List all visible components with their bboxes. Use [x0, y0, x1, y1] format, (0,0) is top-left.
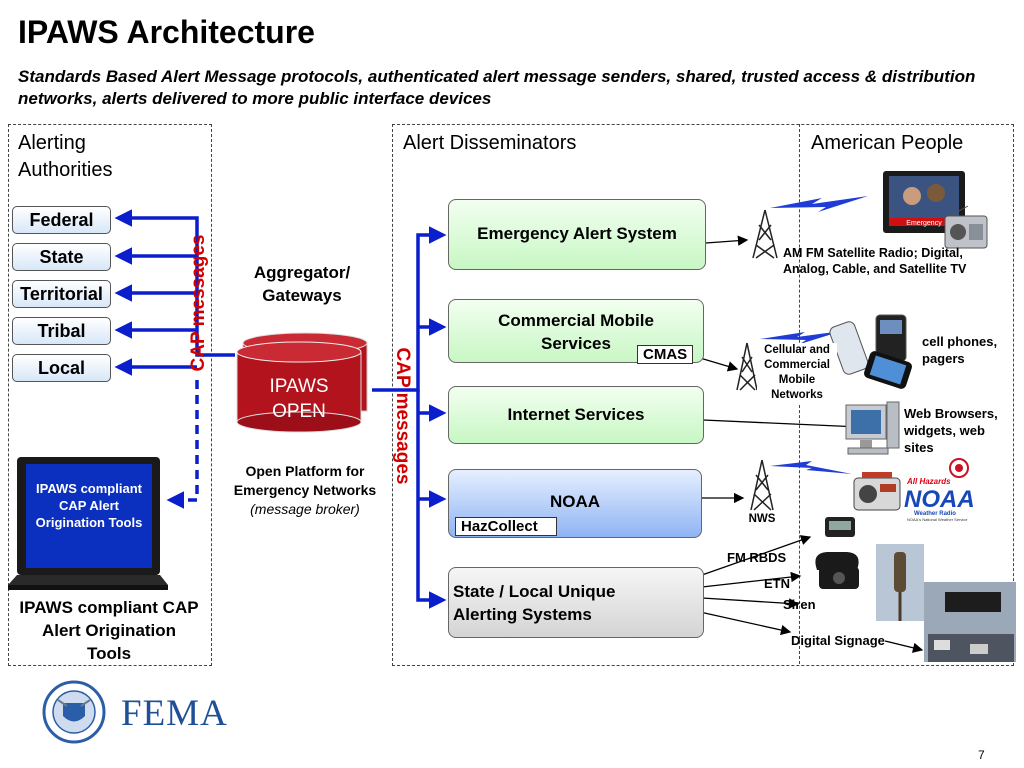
authority-state: State — [12, 243, 111, 271]
eas-label: Emergency Alert System — [477, 224, 677, 243]
tower-icon — [752, 209, 778, 259]
computer-icon — [845, 401, 900, 455]
authority-federal: Federal — [12, 206, 111, 234]
etn-label: ETN — [764, 576, 790, 591]
digital-signage-icon — [924, 582, 1016, 662]
radio-tv-label: AM FM Satellite Radio; Digital, Analog, … — [783, 246, 967, 276]
dhs-seal — [42, 680, 106, 744]
tower-icon — [736, 342, 758, 391]
authority-territorial: Territorial — [12, 280, 111, 308]
alerting-authorities-frame — [8, 124, 212, 666]
noaa-weather-radio-logo: All Hazards NOAA Weather Radio NOAA's Na… — [904, 458, 975, 522]
laptop-screen-text: IPAWS compliant CAP Alert Origination To… — [35, 481, 143, 530]
fema-wordmark: FEMA — [121, 693, 228, 734]
alert-disseminators-frame — [392, 124, 1014, 666]
svg-text:Weather Radio: Weather Radio — [914, 511, 956, 517]
siren-icon — [876, 544, 924, 621]
message-broker-label: (message broker) — [250, 501, 360, 517]
ipaws-open-label: IPAWS OPEN — [269, 376, 329, 422]
authority-local: Local — [12, 354, 111, 382]
radio-icon — [944, 205, 988, 249]
weather-radio-icon — [853, 472, 901, 511]
broadcast-bolts — [760, 196, 868, 474]
cms-label: Commercial Mobile Services — [498, 311, 654, 353]
alert-disseminators-title: Alert Disseminators — [403, 132, 577, 154]
hazcollect-tag: HazCollect — [455, 517, 557, 536]
noaa-label: NOAA — [549, 492, 601, 511]
output-connectors — [699, 235, 924, 653]
aggregator-label: Aggregator/ Gateways — [253, 263, 351, 305]
fm-rbds-label: FM RBDS — [727, 550, 787, 565]
svg-text:Emergency: Emergency — [906, 220, 942, 227]
cell-phones-label: cell phones, pagers — [922, 334, 998, 366]
internet-services-box: Internet Services — [448, 386, 704, 444]
web-browsers-label: Web Browsers, widgets, web sites — [904, 406, 998, 455]
laptop-icon — [8, 457, 168, 590]
state-local-label: State / Local Unique Alerting Systems — [453, 582, 616, 624]
authority-connectors — [114, 209, 235, 509]
authority-tribal: Tribal — [12, 317, 111, 345]
alerting-authorities-title: Alerting Authorities — [18, 132, 113, 181]
ipaws-open-cylinder — [236, 332, 368, 433]
page-subtitle: Standards Based Alert Message protocols,… — [18, 67, 976, 108]
pager-icon — [825, 517, 855, 537]
cmas-tag: CMAS — [637, 345, 694, 364]
svg-text:NOAA's National Weather Servic: NOAA's National Weather Service — [907, 517, 968, 522]
page-number: 7 — [978, 748, 985, 762]
nws-label: NWS — [748, 513, 776, 525]
telephone-icon — [815, 552, 859, 589]
internet-label: Internet Services — [507, 405, 645, 424]
cellular-networks-label: Cellular and Commercial Mobile Networks — [757, 343, 837, 403]
emergency-alert-system-box: Emergency Alert System — [448, 199, 706, 270]
american-people-title: American People — [811, 132, 964, 154]
svg-text:All Hazards: All Hazards — [906, 477, 951, 486]
page-title: IPAWS Architecture — [18, 14, 315, 50]
disseminator-connectors — [372, 226, 447, 609]
cell-phones-icon — [829, 314, 912, 389]
svg-text:NOAA: NOAA — [904, 486, 975, 513]
cap-messages-label-right-text: CAP messages — [392, 347, 413, 485]
tower-icon — [750, 459, 774, 511]
digital-signage-label: Digital Signage — [791, 633, 885, 648]
laptop-caption: IPAWS compliant CAP Alert Origination To… — [19, 598, 199, 663]
cap-messages-label-left: CAP messages — [188, 234, 209, 372]
open-platform-label: Open Platform for Emergency Networks — [233, 463, 377, 498]
siren-label: Siren — [783, 597, 816, 612]
state-local-alerting-box: State / Local Unique Alerting Systems — [448, 567, 704, 638]
commercial-mobile-services-box: Commercial Mobile Services — [448, 299, 704, 363]
